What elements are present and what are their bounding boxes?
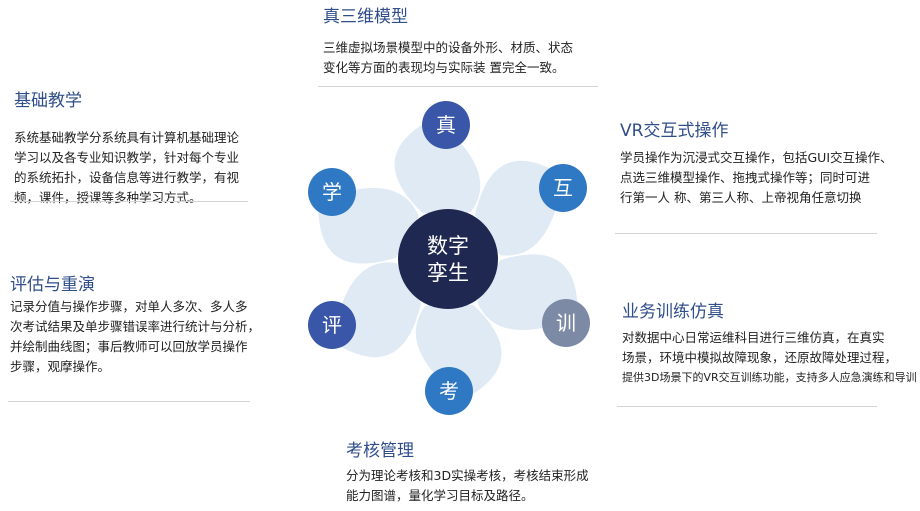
section-zhen-title: 真三维模型 [323,7,408,27]
section-xue-line: 频，课件，授课等多种学习方式。 [14,190,202,205]
node-kao: 考 [425,367,473,415]
node-xue: 学 [308,168,356,216]
node-xun-label: 训 [556,311,576,335]
section-xun-line: 对数据中心日常运维科目进行三维仿真，在真实 [622,330,885,345]
section-xue-divider [10,201,248,202]
center-label-line1: 数字 [427,234,469,258]
node-kao-label: 考 [439,379,459,403]
section-kao-line: 分为理论考核和3D实操考核，考核结束形成 [346,468,589,483]
section-kao-line: 能力图谱，量化学习目标及路径。 [346,488,534,503]
section-xue-line: 的系统拓扑，设备信息等进行教学，有视 [14,170,240,185]
section-ping-divider [8,401,250,402]
section-hu-title: VR交互式操作 [620,121,729,141]
section-ping-line: 步骤，观摩操作。 [10,359,111,374]
section-hu-line: 学员操作为沉浸式交互操作，包括GUI交互操作、 [620,150,893,165]
section-ping-line: 并绘制曲线图；事后教师可以回放学员操作 [10,339,248,354]
section-kao-desc: 分为理论考核和3D实操考核，考核结束形成 能力图谱，量化学习目标及路径。 [346,466,589,506]
section-zhen-line: 变化等方面的表现均与实际装 置完全一致。 [323,60,565,75]
node-ping: 评 [308,301,356,349]
section-ping-title: 评估与重演 [10,275,95,295]
section-ping-line: 次考试结果及单步骤错误率进行统计与分析， [10,319,261,334]
node-xun: 训 [542,299,590,347]
section-xun-desc: 对数据中心日常运维科目进行三维仿真，在真实 场景，环境中模拟故障现象，还原故障处… [622,328,917,388]
section-xun-line: 提供3D场景下的VR交互训练功能，支持多人应急演练和导训 [622,371,917,384]
node-ping-label: 评 [322,313,342,337]
pinwheel-blade [332,262,421,358]
section-xue-line: 学习以及各专业知识教学，针对每个专业 [14,150,240,165]
section-hu-line: 行第一人 称、第三人称、上帝视角任意切换 [620,190,862,205]
node-hu: 互 [539,164,587,212]
section-xun-line: 场景，环境中模拟故障现象，还原故障处理过程， [622,350,898,365]
section-hu-divider [615,233,877,234]
node-zhen-label: 真 [436,113,456,137]
section-zhen-divider [318,86,598,87]
section-hu-desc: 学员操作为沉浸式交互操作，包括GUI交互操作、 点选三维模型操作、拖拽式操作等；… [620,148,893,208]
section-xue-title: 基础教学 [14,91,82,111]
section-ping-desc: 记录分值与操作步骤，对单人多次、多人多 次考试结果及单步骤错误率进行统计与分析，… [10,297,260,377]
node-xue-label: 学 [322,180,342,204]
center-circle [398,209,498,309]
section-ping-line: 记录分值与操作步骤，对单人多次、多人多 [10,299,248,314]
section-xun-title: 业务训练仿真 [622,302,724,322]
section-kao-title: 考核管理 [346,441,414,461]
section-zhen-line: 三维虚拟场景模型中的设备外形、材质、状态 [323,40,574,55]
section-xue-line: 系统基础教学分系统具有计算机基础理论 [14,130,240,145]
node-zhen: 真 [422,101,470,149]
section-xue-desc: 系统基础教学分系统具有计算机基础理论 学习以及各专业知识教学，针对每个专业 的系… [14,128,239,208]
section-xun-divider [617,406,877,407]
node-hu-label: 互 [553,176,573,200]
section-hu-line: 点选三维模型操作、拖拽式操作等；同时可进 [620,170,871,185]
center-label-line2: 孪生 [427,261,469,285]
section-zhen-desc: 三维虚拟场景模型中的设备外形、材质、状态 变化等方面的表现均与实际装 置完全一致… [323,38,573,78]
